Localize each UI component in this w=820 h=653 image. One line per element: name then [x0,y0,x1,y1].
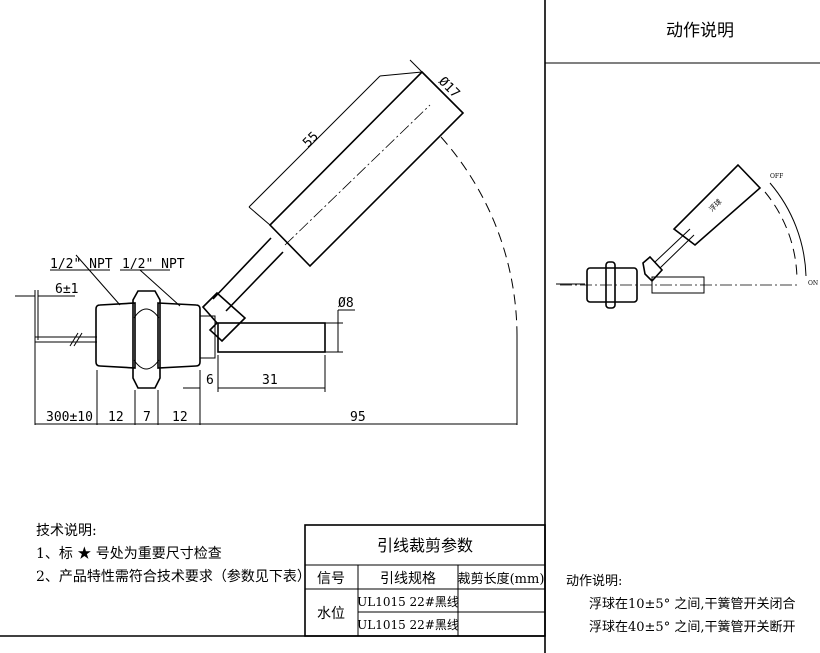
dim-float-dia: Ø17 [435,74,462,101]
dim-body1: 12 [108,410,124,425]
dim-total: 95 [350,410,366,425]
dim-small-float-len: 31 [262,373,278,388]
action-note-2: 浮球在40±5° 之间,干簧管开关断开 [589,619,795,635]
table-title: 引线裁剪参数 [377,536,473,555]
signal-cell: 水位 [317,606,345,622]
dim-gap: 6 [206,373,214,388]
header-signal: 信号 [317,571,345,587]
dim-body2: 12 [172,410,188,425]
tech-note-1: 1、标 ★ 号处为重要尺寸检查 [36,546,222,562]
action-diagram: OFF ON 浮球 [556,163,818,309]
float-label: 浮球 [707,197,723,213]
on-label: ON [808,280,818,287]
panel-title: 动作说明 [666,21,734,41]
switch-side-view [35,70,518,425]
dim-thread-left: 1/2" NPT [50,257,113,272]
spec-cell-2: UL1015 22#黑线 [357,618,459,632]
dimensions: 1/2" NPT 1/2" NPT 6±1 Ø8 6 31 300±10 12 … [15,59,517,425]
spec-cell-1: UL1015 22#黑线 [357,595,459,609]
action-notes-title: 动作说明: [566,574,622,589]
tech-notes-title: 技术说明: [36,523,97,539]
off-label: OFF [770,173,783,180]
lead-table: 引线裁剪参数 信号 引线规格 裁剪长度(mm) 水位 UL1015 22#黑线 … [304,524,546,637]
dim-strip: 6±1 [55,282,78,297]
header-length: 裁剪长度(mm) [458,571,545,587]
header-spec: 引线规格 [380,571,436,587]
dim-hex: 7 [143,410,151,425]
dim-lead: 300±10 [46,410,93,425]
action-note-1: 浮球在10±5° 之间,干簧管开关闭合 [589,596,795,612]
dim-thread-right: 1/2" NPT [122,257,185,272]
dim-small-float-dia: Ø8 [338,296,354,311]
tech-note-2: 2、产品特性需符合技术要求（参数见下表） [36,568,311,585]
dim-float-len: 55 [300,129,322,151]
